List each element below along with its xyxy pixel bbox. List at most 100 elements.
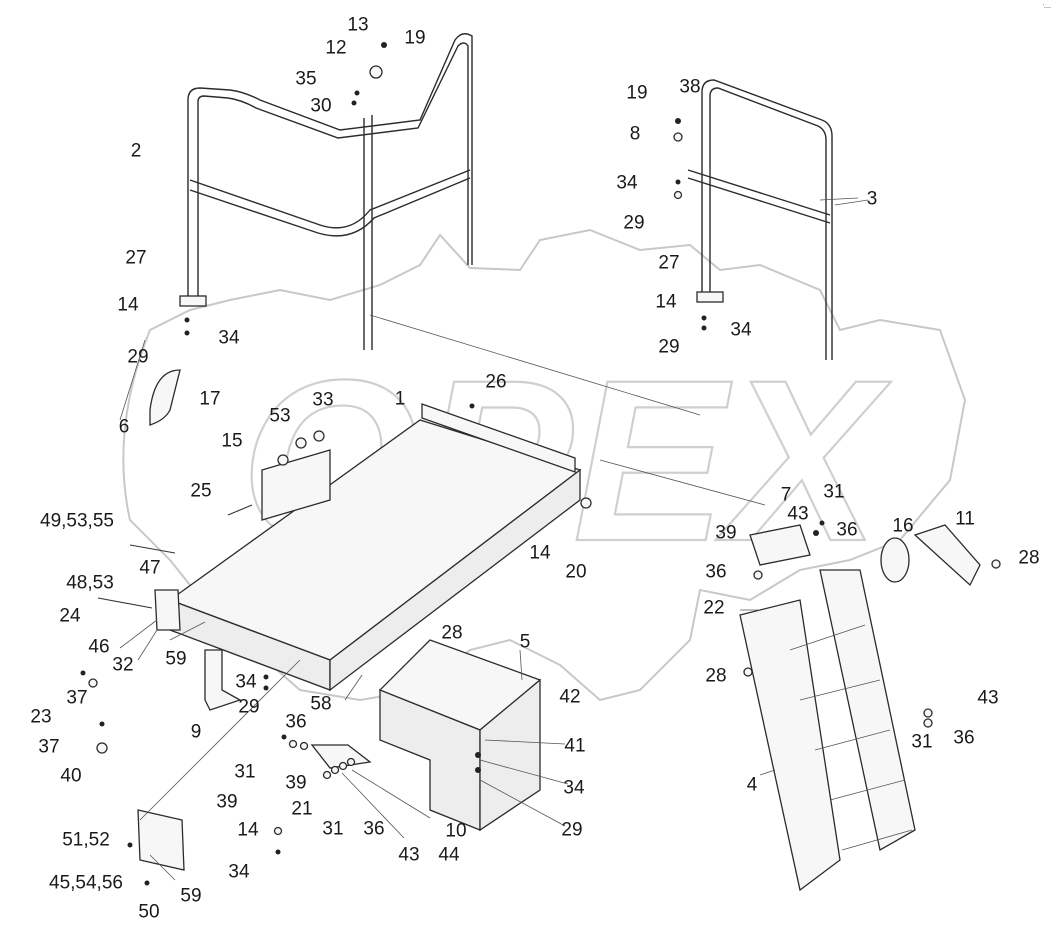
leader-lines [119,197,869,881]
callout-5: 5 [519,631,531,653]
callout-30: 30 [310,95,332,117]
callout-37-top: 37 [66,687,88,709]
callout-53: 53 [269,405,291,427]
callout-6: 6 [118,416,130,438]
callout-51-52: 51,52 [62,829,110,851]
bracket-46 [154,589,181,631]
callout-40: 40 [60,765,82,787]
callout-32: 32 [112,654,134,676]
callout-14-right: 14 [655,291,677,313]
callout-33: 33 [312,389,334,411]
callout-41: 41 [564,735,586,757]
callout-14-center: 14 [529,542,551,564]
plate-51 [137,809,185,871]
callout-27-right: 27 [658,252,680,274]
callout-16: 16 [892,515,914,537]
corner-mark: ’— [1042,4,1051,11]
callout-9: 9 [190,721,202,743]
callout-36-top: 36 [836,519,858,541]
callout-19: 19 [404,27,426,49]
callout-14-left: 14 [117,294,139,316]
callout-36-left: 36 [285,711,307,733]
callout-23: 23 [30,706,52,728]
callout-29: 29 [623,212,645,234]
callout-43-ladder: 43 [977,687,999,709]
callout-34-hitch: 34 [235,671,257,693]
callout-39-bottom: 39 [216,791,238,813]
callout-21: 21 [291,798,313,820]
callout-13: 13 [347,14,369,36]
callout-34-bottom: 34 [228,861,250,883]
callout-22: 22 [703,597,725,619]
callout-7: 7 [780,484,792,506]
ladder-4 [739,569,916,892]
ring-16 [880,537,910,583]
callout-42: 42 [559,686,581,708]
callout-31-ladder: 31 [911,731,933,753]
callout-36-bottom: 36 [363,818,385,840]
callout-29-box: 29 [561,819,583,841]
callout-24: 24 [59,605,81,627]
callout-14-bottom: 14 [237,819,259,841]
callout-25: 25 [190,480,212,502]
callout-49-53-55: 49,53,55 [40,510,114,532]
callout-44: 44 [438,844,460,866]
callout-29-hitch: 29 [238,696,260,718]
callout-3: 3 [866,188,878,210]
callout-4: 4 [746,774,758,796]
bracket-6 [149,369,181,426]
handrail-3 [687,79,833,360]
callout-43-top: 43 [787,503,809,525]
callout-34: 34 [616,172,638,194]
fasteners [80,42,1001,886]
callout-28-ladder: 28 [705,665,727,687]
callout-28-right: 28 [1018,547,1040,569]
callout-15: 15 [221,430,243,452]
callout-35: 35 [295,68,317,90]
step-box-10 [378,639,542,832]
callout-1: 1 [394,388,406,410]
callout-36-mid: 36 [705,561,727,583]
callout-39-mid: 39 [285,772,307,794]
callout-29-left: 29 [127,346,149,368]
callout-17: 17 [199,388,221,410]
callout-8: 8 [629,123,641,145]
callout-26: 26 [485,371,507,393]
callout-34-right: 34 [730,319,752,341]
callout-20: 20 [565,561,587,583]
callout-43-bottom: 43 [398,844,420,866]
hitch-9 [204,649,242,711]
callout-27-left: 27 [125,247,147,269]
callout-19-right: 19 [626,82,648,104]
callout-31-top: 31 [823,481,845,503]
callout-36-ladder: 36 [953,727,975,749]
callout-34-left: 34 [218,327,240,349]
handrail-2 [179,33,473,350]
callout-59-top: 59 [165,648,187,670]
callout-45-54-56: 45,54,56 [49,872,123,894]
callout-37-bottom: 37 [38,736,60,758]
callout-59-bottom: 59 [180,885,202,907]
platform-1 [168,403,582,692]
callout-48-53: 48,53 [66,572,114,594]
bracket-11 [913,524,981,587]
callout-12: 12 [325,37,347,59]
callout-46: 46 [88,636,110,658]
callout-2: 2 [130,140,142,162]
callout-10: 10 [445,820,467,842]
callout-38: 38 [679,76,701,98]
bracket-21 [310,744,372,769]
callout-50: 50 [138,901,160,923]
callout-28-box: 28 [441,622,463,644]
callout-47: 47 [139,557,161,579]
callout-29-right: 29 [658,336,680,358]
bracket-7 [749,524,811,566]
callout-34-box: 34 [563,777,585,799]
callout-31-left: 31 [234,761,256,783]
callout-11: 11 [955,508,975,530]
callout-31-bottom: 31 [322,818,344,840]
callout-39-top: 39 [715,522,737,544]
callout-58: 58 [310,693,332,715]
